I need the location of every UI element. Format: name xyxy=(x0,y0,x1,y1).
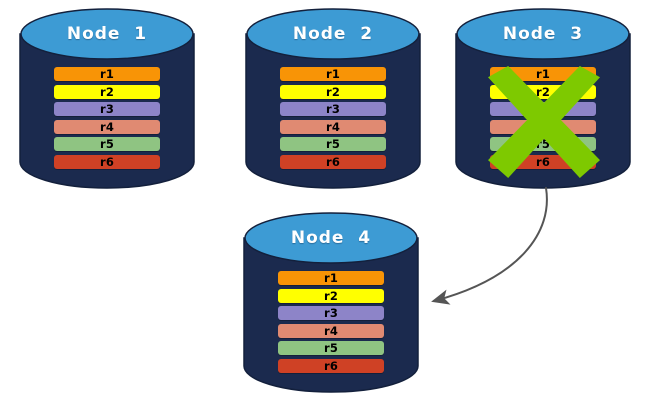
node-4-row-list: r1 r2 r3 r4 r5 r6 xyxy=(244,271,418,377)
cylinder-top-ellipse xyxy=(20,8,194,60)
row-label: r1 xyxy=(323,271,339,285)
row-label: r6 xyxy=(535,154,551,169)
cylinder-top-ellipse xyxy=(456,8,630,60)
row-label: r4 xyxy=(99,119,115,134)
row-bar[interactable]: r2 xyxy=(278,288,384,303)
row-label: r5 xyxy=(325,137,341,152)
row-label: r5 xyxy=(323,341,339,356)
node-2-row-list: r1 r2 r3 r4 r5 r6 xyxy=(246,67,420,173)
row-label: r5 xyxy=(535,137,551,152)
row-bar[interactable]: r2 xyxy=(280,84,386,99)
row-bar[interactable]: r6 xyxy=(280,154,386,169)
row-bar[interactable]: r1 xyxy=(54,67,160,81)
row-bar[interactable]: r4 xyxy=(54,119,160,134)
row-label: r1 xyxy=(325,67,341,81)
row-label: r2 xyxy=(99,84,115,99)
row-label: r2 xyxy=(323,288,339,303)
row-bar[interactable]: r5 xyxy=(280,137,386,152)
cylinder-top-ellipse xyxy=(246,8,420,60)
row-label: r3 xyxy=(325,102,341,117)
row-label: r1 xyxy=(535,67,551,81)
row-bar[interactable]: r4 xyxy=(490,119,596,134)
row-bar[interactable]: r5 xyxy=(490,137,596,152)
row-bar[interactable]: r2 xyxy=(490,84,596,99)
row-bar[interactable]: r3 xyxy=(54,102,160,117)
row-bar[interactable]: r3 xyxy=(280,102,386,117)
row-label: r3 xyxy=(323,306,339,321)
row-bar[interactable]: r6 xyxy=(54,154,160,169)
row-label: r2 xyxy=(325,84,341,99)
row-bar[interactable]: r1 xyxy=(278,271,384,285)
cylinder-top-ellipse xyxy=(244,212,418,264)
row-label: r6 xyxy=(99,154,115,169)
row-bar[interactable]: r4 xyxy=(280,119,386,134)
row-bar[interactable]: r5 xyxy=(278,341,384,356)
row-bar[interactable]: r4 xyxy=(278,323,384,338)
row-label: r3 xyxy=(535,102,551,117)
row-label: r4 xyxy=(325,119,341,134)
row-label: r4 xyxy=(323,323,339,338)
row-bar[interactable]: r1 xyxy=(280,67,386,81)
row-label: r6 xyxy=(323,358,339,373)
row-label: r5 xyxy=(99,137,115,152)
row-bar[interactable]: r2 xyxy=(54,84,160,99)
row-bar[interactable]: r6 xyxy=(490,154,596,169)
row-label: r4 xyxy=(535,119,551,134)
row-bar[interactable]: r3 xyxy=(278,306,384,321)
node-1-row-list: r1 r2 r3 r4 r5 r6 xyxy=(20,67,194,173)
row-label: r2 xyxy=(535,84,551,99)
row-bar[interactable]: r5 xyxy=(54,137,160,152)
row-bar[interactable]: r6 xyxy=(278,358,384,373)
node-3-row-list: r1 r2 r3 r4 r5 r6 xyxy=(456,67,630,173)
row-label: r3 xyxy=(99,102,115,117)
row-bar[interactable]: r3 xyxy=(490,102,596,117)
row-bar[interactable]: r1 xyxy=(490,67,596,81)
row-label: r6 xyxy=(325,154,341,169)
row-label: r1 xyxy=(99,67,115,81)
